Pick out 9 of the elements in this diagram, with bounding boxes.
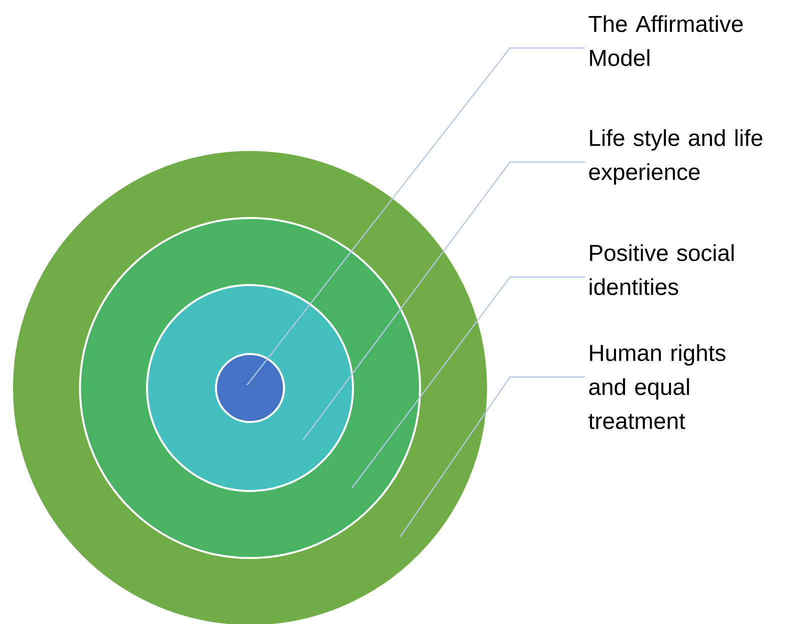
label-text: The Affirmative Model: [588, 15, 743, 66]
label-text: Life style and life experience: [589, 129, 762, 185]
leader-line: [400, 376, 585, 538]
ring-circle: [215, 353, 285, 423]
leader-line: [352, 276, 585, 488]
label-text: Positive social identities: [590, 244, 734, 296]
leader-line: [302, 161, 585, 440]
leader-line: [246, 47, 585, 386]
label-text: Human rights and equal treatment: [588, 344, 726, 430]
